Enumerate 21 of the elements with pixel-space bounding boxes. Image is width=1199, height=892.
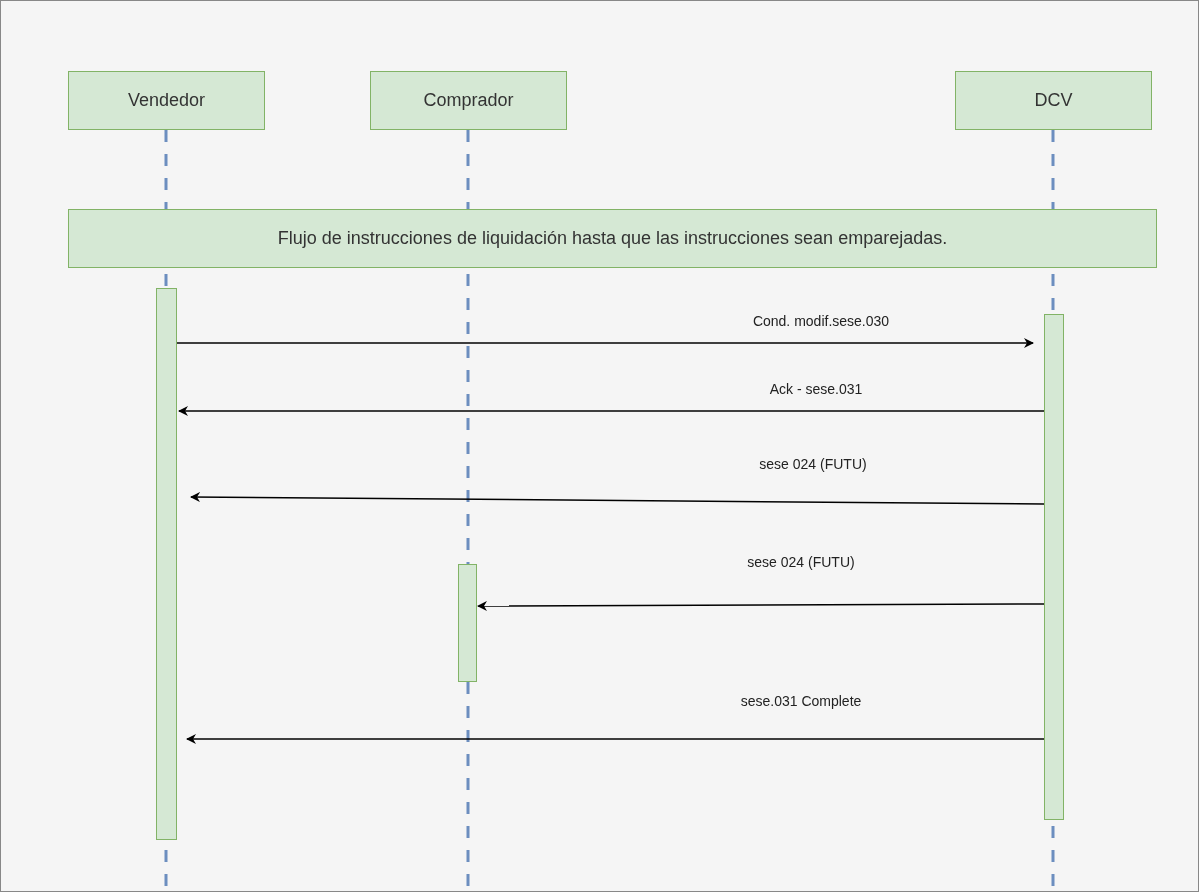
participant-name: DCV (1034, 90, 1073, 111)
activation-bar (156, 288, 177, 840)
participant-box (68, 71, 265, 130)
note-text: Flujo de instrucciones de liquidación hasta que las instrucciones sean emparejadas. (277, 228, 948, 249)
participant-box (955, 71, 1152, 130)
message-label: Cond. modif.sese.030 (752, 313, 890, 329)
message-arrow (176, 338, 1034, 348)
message-label: sese 024 (FUTU) (759, 456, 867, 472)
participant-name: Comprador (423, 90, 514, 111)
activation-bar (458, 564, 477, 682)
participant-box (370, 71, 567, 130)
note-band (68, 209, 1157, 268)
message-arrow (190, 492, 1045, 505)
message-label: sese.031 Complete (740, 693, 862, 709)
message-arrow (178, 406, 1045, 416)
message-label: sese 024 (FUTU) (747, 554, 855, 570)
message-arrow (477, 600, 1045, 611)
message-arrow (186, 734, 1045, 744)
participant-name: Vendedor (127, 90, 206, 111)
activation-bar (1044, 314, 1064, 820)
message-label: Ack - sese.031 (769, 381, 863, 397)
